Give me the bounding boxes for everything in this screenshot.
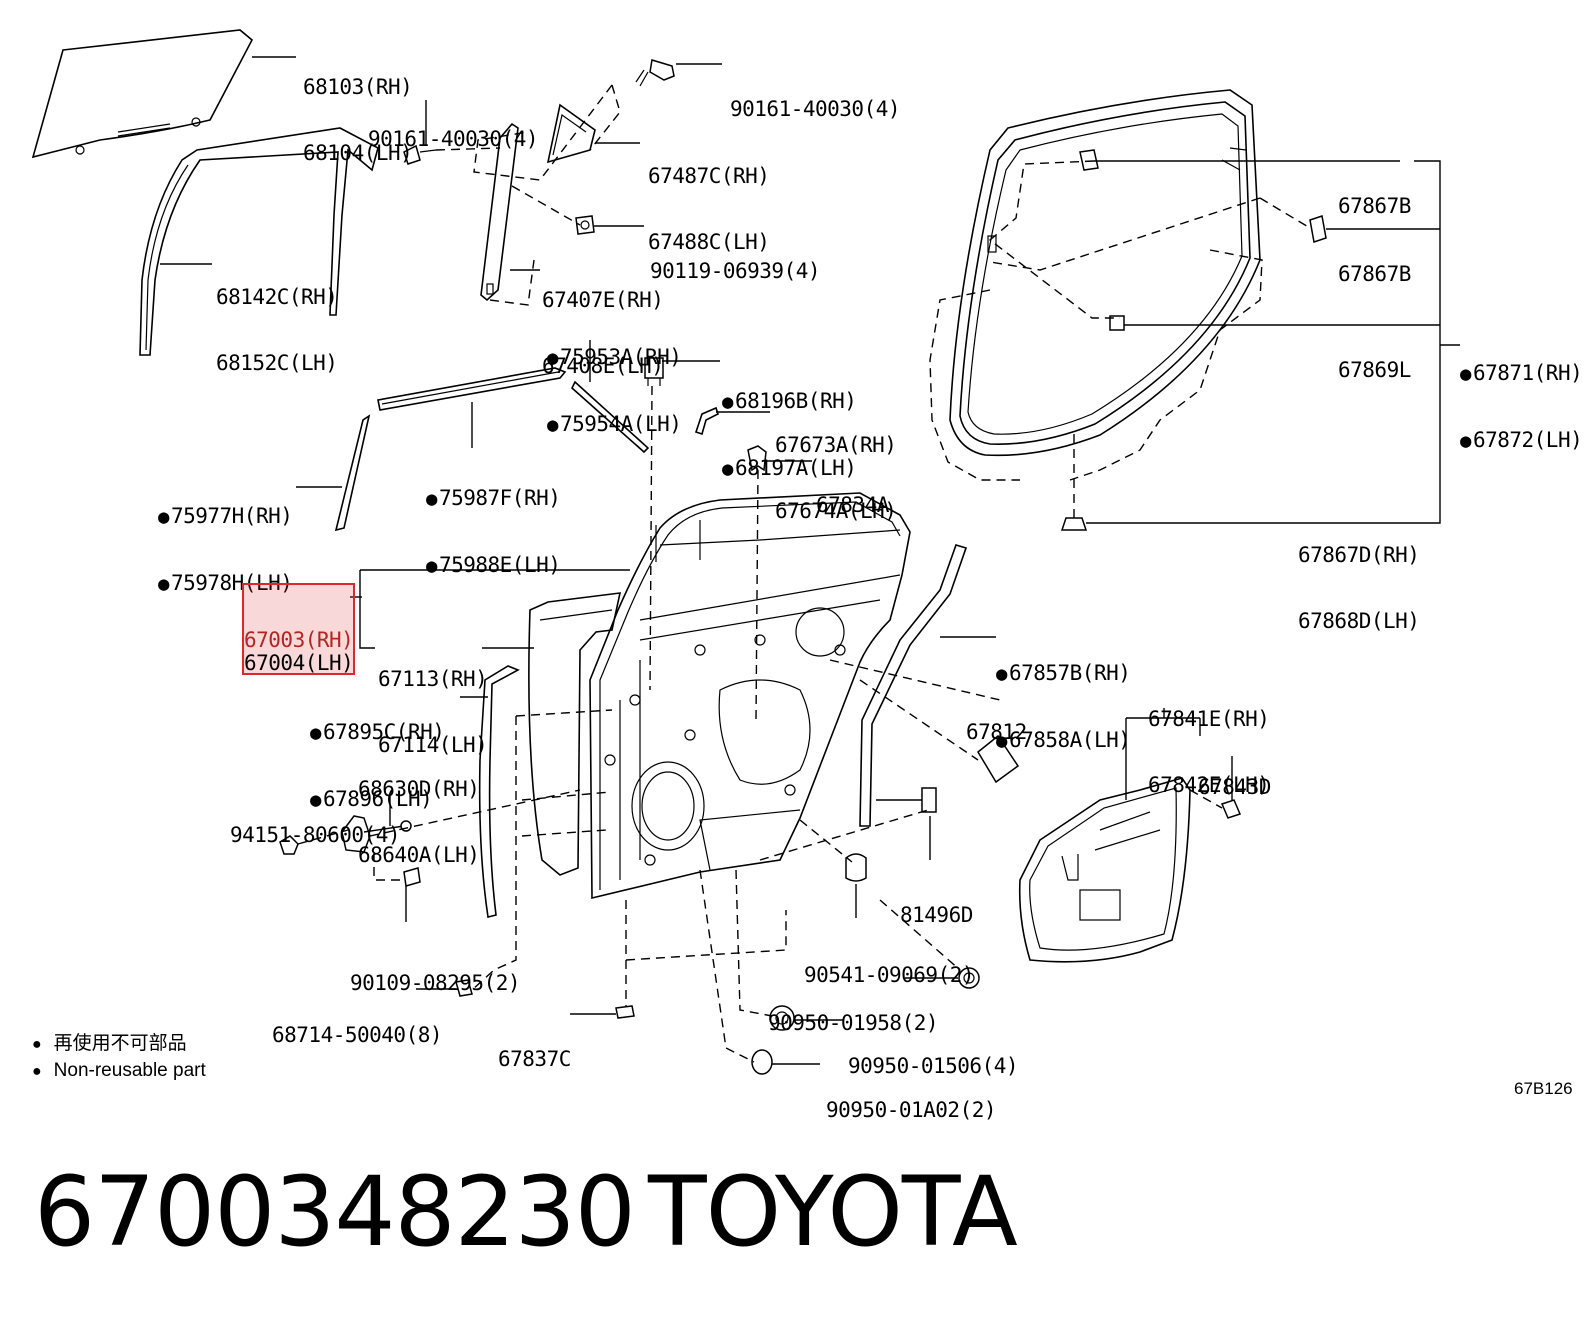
division-bar [480, 122, 519, 302]
clip-67867b-a [1079, 149, 1099, 171]
corner-garnish [546, 103, 596, 164]
bolt-90109 [403, 867, 421, 887]
callout-81496: 81496D [900, 903, 973, 927]
diagram-code: 67B126 [1514, 1079, 1573, 1098]
callout-90161-lower: 90161-40030(4) [368, 127, 539, 151]
callout-67895: 67895C(RH) 67896(LH) [310, 677, 445, 833]
front-weatherstrip [478, 665, 520, 918]
legend-row-en: Non-reusable part [32, 1058, 206, 1085]
rear-weatherstrip [859, 544, 968, 827]
screw-90161-upper [635, 59, 675, 87]
door-weatherstrip [949, 89, 1261, 457]
grommet-81496 [921, 787, 937, 813]
belt-moulding-front [334, 414, 371, 532]
callout-67837: 67837C [498, 1047, 571, 1071]
callout-67841: 67841E(RH) 67842E(LH) [1148, 707, 1270, 797]
glass-run-channel [139, 127, 379, 356]
plug-90950-01a02 [751, 1049, 773, 1075]
callout-67867b-upper: 67867B [1338, 194, 1411, 218]
callout-90541: 90541-09069(2) [804, 963, 975, 987]
callout-90950-01506: 90950-01506(4) [848, 1054, 1019, 1078]
callout-67673: 67673A(RH) 67674A(LH) [775, 433, 897, 523]
nut-94151 [279, 835, 299, 855]
bracket-67673 [694, 406, 719, 436]
door-outer-panel [528, 592, 622, 876]
callout-68714: 68714-50040(8) [272, 1023, 443, 1047]
callout-67871: 67871(RH) 67872(LH) [1460, 318, 1583, 474]
clip-68714 [455, 979, 473, 997]
nut-67843 [1220, 799, 1242, 819]
callout-94151: 94151-80600(4) [230, 823, 401, 847]
legend: 再使用不可部品 Non-reusable part [32, 1031, 206, 1085]
callout-67812: 67812 [966, 720, 1027, 744]
callout-68103: 68103(RH) 68104(LH) [303, 75, 413, 165]
callout-67834: 67834A [816, 493, 889, 517]
door-glass [31, 29, 254, 159]
part-number-title: 6700348230 [34, 1156, 636, 1268]
callout-68630: 68630D(RH) 68640A(LH) [358, 777, 480, 867]
pad-67812 [977, 734, 1020, 784]
callout-68196: 68196B(RH) 68197A(LH) [722, 346, 857, 502]
callout-67487: 67487C(RH) 67488C(LH) [648, 164, 770, 254]
callout-67004: 67004(LH) [244, 651, 354, 675]
door-check [341, 815, 412, 853]
plug-90950-01958 [958, 967, 980, 989]
callout-90950-01958: 90950-01958(2) [768, 1011, 939, 1035]
callout-68142: 68142C(RH) 68152C(LH) [216, 285, 338, 375]
clip-67867d [1060, 517, 1088, 531]
brand-title: TOYOTA [648, 1156, 1018, 1268]
door-panel [589, 492, 911, 900]
callout-90950-01a02: 90950-01A02(2) [826, 1098, 997, 1122]
callout-67003-highlighted[interactable]: 67003(RH) [241, 583, 356, 675]
callout-75977: 75977H(RH) 75978H(LH) [158, 461, 293, 617]
assembly-lines [297, 84, 1311, 1063]
belt-moulding-outer [377, 367, 567, 411]
callout-75953: 75953A(RH) 75954A(LH) [547, 302, 682, 458]
service-hole-cover [1018, 777, 1191, 963]
callout-90119: 90119-06939(4) [650, 259, 821, 283]
legend-row-cn: 再使用不可部品 [32, 1031, 206, 1058]
clip-67869 [1109, 315, 1125, 331]
clip-67867b-b [1309, 215, 1327, 243]
clip-67837 [615, 1005, 635, 1019]
screw-90119 [575, 215, 595, 235]
callout-67869: 67869L [1338, 358, 1411, 382]
callout-75987: 75987F(RH) 75988E(LH) [426, 443, 561, 599]
screw-90161-lower [403, 144, 437, 165]
callout-67867b-lower: 67867B [1338, 262, 1411, 286]
callout-90109: 90109-08295(2) [350, 971, 521, 995]
callout-90161-upper: 90161-40030(4) [730, 97, 901, 121]
leader-lines [160, 56, 1460, 1065]
callout-67843: 67843D [1198, 775, 1271, 799]
callout-67867d: 67867D(RH) 67868D(LH) [1298, 543, 1420, 633]
grommet-90541 [845, 853, 867, 882]
callout-67857: 67857B(RH) 67858A(LH) [996, 618, 1131, 774]
plug-90950-01506 [769, 1005, 795, 1031]
